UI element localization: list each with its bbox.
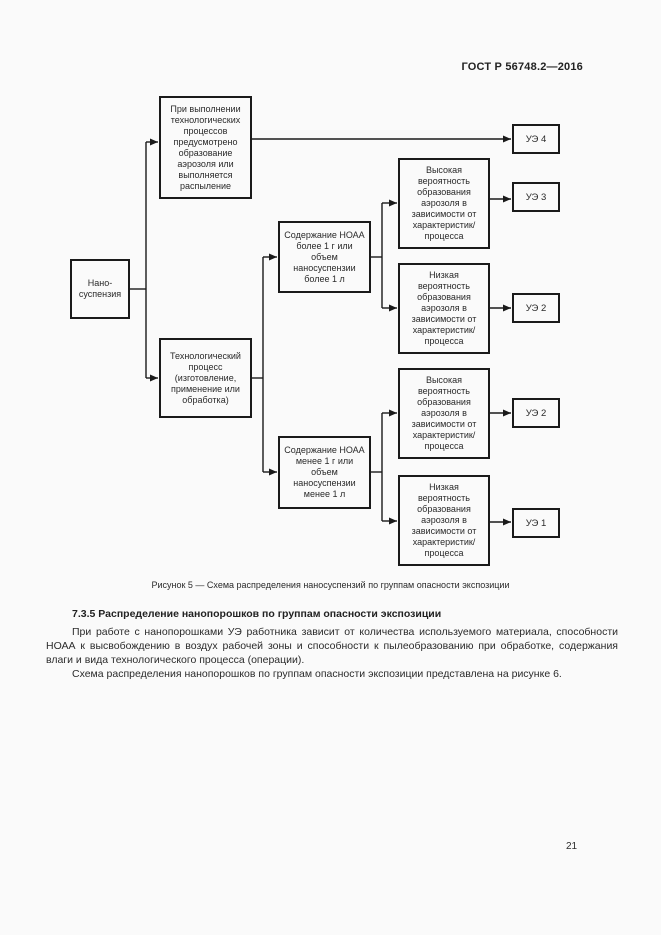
node-aerosol-process: При выполнении технологических процессов… [159,96,252,199]
page-number: 21 [566,841,578,852]
body-paragraph-1: При работе с нанопорошками УЭ работника … [46,626,618,666]
node-ue2-lower: УЭ 2 [512,398,560,428]
node-low-probability-1: Низкая вероятность образования аэрозоля … [398,263,490,354]
node-ue2-upper: УЭ 2 [512,293,560,323]
node-low-probability-2: Низкая вероятность образования аэрозоля … [398,475,490,566]
node-high-probability-1: Высокая вероятность образования аэрозоля… [398,158,490,249]
node-tech-process: Технологический процесс (изготовление, п… [159,338,252,418]
node-noaa-more-1g: Содержание НОАА более 1 г или объем нано… [278,221,371,293]
node-ue4: УЭ 4 [512,124,560,154]
document-header: ГОСТ Р 56748.2—2016 [461,61,583,73]
body-paragraph-2: Схема распределения нанопорошков по груп… [72,668,562,680]
section-7-3-5: 7.3.5 Распределение нанопорошков по груп… [46,608,618,681]
node-noaa-less-1g: Содержание НОАА менее 1 г или объем нано… [278,436,371,509]
node-nanosuspension: Нано-суспензия [70,259,130,319]
node-ue3: УЭ 3 [512,182,560,212]
figure-caption: Рисунок 5 — Схема распределения наносусп… [151,580,510,590]
node-high-probability-2: Высокая вероятность образования аэрозоля… [398,368,490,459]
section-heading: 7.3.5 Распределение нанопорошков по груп… [72,608,442,620]
node-ue1: УЭ 1 [512,508,560,538]
